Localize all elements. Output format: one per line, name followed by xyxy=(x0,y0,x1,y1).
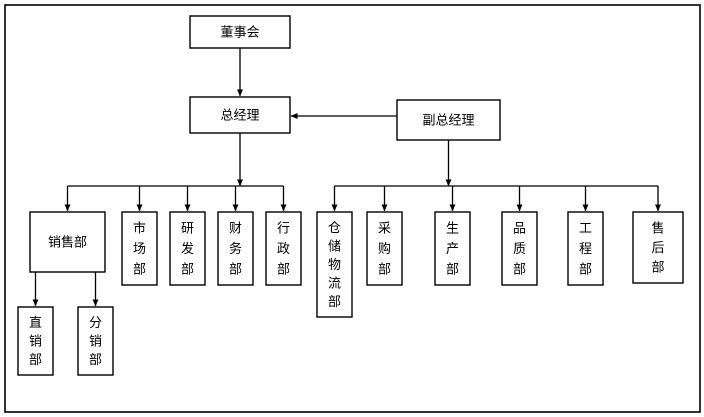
node-right-dept-3-box[interactable] xyxy=(501,211,538,286)
node-left-dept-3-label-char: 部 xyxy=(277,262,290,277)
node-sales-child-0-label-char: 部 xyxy=(29,353,42,368)
node-sales[interactable]: 销售部 xyxy=(29,211,106,273)
node-board-box[interactable] xyxy=(189,15,291,49)
node-right-dept-4-box[interactable] xyxy=(567,211,604,286)
node-board-label: 董事会 xyxy=(220,26,259,41)
node-left-dept-2-label-char: 财 xyxy=(229,222,242,237)
node-right-dept-1-label-char: 采 xyxy=(378,222,391,237)
node-left-dept-2-label-char: 务 xyxy=(229,241,242,257)
node-general-manager-label: 总经理 xyxy=(220,109,259,124)
node-board[interactable]: 董事会 xyxy=(189,15,291,49)
node-left-dept-3-label-char: 政 xyxy=(277,242,290,257)
node-sales-child-1-label-char: 销 xyxy=(89,335,102,350)
node-right-dept-0-box[interactable] xyxy=(316,211,353,318)
node-deputy-general-manager-box[interactable] xyxy=(396,99,501,141)
diagram-frame xyxy=(4,4,701,413)
node-right-dept-0-label-char: 部 xyxy=(328,295,341,310)
node-right-dept-5-label-char: 售 xyxy=(651,220,664,236)
node-right-dept-4-label-char: 工 xyxy=(579,222,592,237)
node-right-dept-1-label-char: 购 xyxy=(378,241,391,257)
connector-layer xyxy=(32,48,661,307)
node-left-dept-2[interactable]: 财务部 xyxy=(217,211,254,286)
node-right-dept-2-label-char: 部 xyxy=(446,262,459,277)
node-right-dept-3-label-char: 品 xyxy=(513,222,526,237)
node-right-dept-3-label-char: 部 xyxy=(513,262,526,277)
node-left-dept-2-box[interactable] xyxy=(217,211,254,286)
node-right-dept-0-label-char: 流 xyxy=(328,277,341,292)
node-left-dept-0[interactable]: 市场部 xyxy=(121,211,158,286)
node-right-dept-3-label-char: 质 xyxy=(513,242,526,257)
node-right-dept-5-label-char: 后 xyxy=(651,241,664,256)
node-left-dept-3-box[interactable] xyxy=(265,211,302,286)
node-right-dept-1[interactable]: 采购部 xyxy=(366,211,403,286)
node-right-dept-0-label-char: 物 xyxy=(328,258,341,273)
node-left-dept-3[interactable]: 行政部 xyxy=(265,211,302,286)
node-left-dept-0-box[interactable] xyxy=(121,211,158,286)
node-sales-label: 销售部 xyxy=(48,235,87,251)
node-sales-child-1-label-char: 分 xyxy=(89,316,102,331)
node-left-dept-1-label-char: 发 xyxy=(181,241,194,257)
node-left-dept-3-label-char: 行 xyxy=(277,222,290,237)
node-left-dept-1-label-char: 部 xyxy=(181,262,194,277)
node-deputy-general-manager[interactable]: 副总经理 xyxy=(396,99,501,141)
node-left-dept-0-label-char: 部 xyxy=(133,262,146,277)
node-layer: 董事会总经理副总经理销售部市场部研发部财务部行政部仓储物流部采购部生产部品质部工… xyxy=(17,15,684,376)
node-sales-child-1-box[interactable] xyxy=(77,306,114,376)
node-right-dept-1-label-char: 部 xyxy=(378,262,391,277)
node-sales-child-0-label-char: 直 xyxy=(29,316,42,331)
node-right-dept-5-label-char: 部 xyxy=(651,261,664,276)
node-sales-child-0[interactable]: 直销部 xyxy=(17,306,54,376)
node-general-manager-box[interactable] xyxy=(189,96,291,134)
node-right-dept-2[interactable]: 生产部 xyxy=(434,211,471,286)
node-sales-child-0-box[interactable] xyxy=(17,306,54,376)
node-sales-child-0-label-char: 销 xyxy=(29,335,42,350)
node-left-dept-0-label-char: 市 xyxy=(133,221,146,237)
node-right-dept-0-label-char: 储 xyxy=(328,239,341,254)
node-sales-child-1-label-char: 部 xyxy=(89,353,102,368)
node-right-dept-4-label-char: 部 xyxy=(579,262,592,277)
node-right-dept-0-label-char: 仓 xyxy=(328,221,341,236)
node-left-dept-1-label-char: 研 xyxy=(181,222,194,237)
node-sales-child-1[interactable]: 分销部 xyxy=(77,306,114,376)
node-left-dept-1[interactable]: 研发部 xyxy=(169,211,206,286)
node-deputy-general-manager-label: 副总经理 xyxy=(422,114,474,129)
node-right-dept-2-label-char: 产 xyxy=(446,242,459,257)
node-right-dept-4-label-char: 程 xyxy=(579,242,592,257)
node-general-manager[interactable]: 总经理 xyxy=(189,96,291,134)
node-sales-box[interactable] xyxy=(29,211,106,273)
node-left-dept-2-label-char: 部 xyxy=(229,262,242,277)
node-left-dept-1-box[interactable] xyxy=(169,211,206,286)
node-right-dept-5-box[interactable] xyxy=(632,211,684,284)
node-left-dept-0-label-char: 场 xyxy=(133,242,146,257)
node-right-dept-2-box[interactable] xyxy=(434,211,471,286)
node-right-dept-3[interactable]: 品质部 xyxy=(501,211,538,286)
node-right-dept-4[interactable]: 工程部 xyxy=(567,211,604,286)
node-right-dept-2-label-char: 生 xyxy=(446,222,459,237)
node-right-dept-5[interactable]: 售后部 xyxy=(632,211,684,284)
node-right-dept-1-box[interactable] xyxy=(366,211,403,286)
